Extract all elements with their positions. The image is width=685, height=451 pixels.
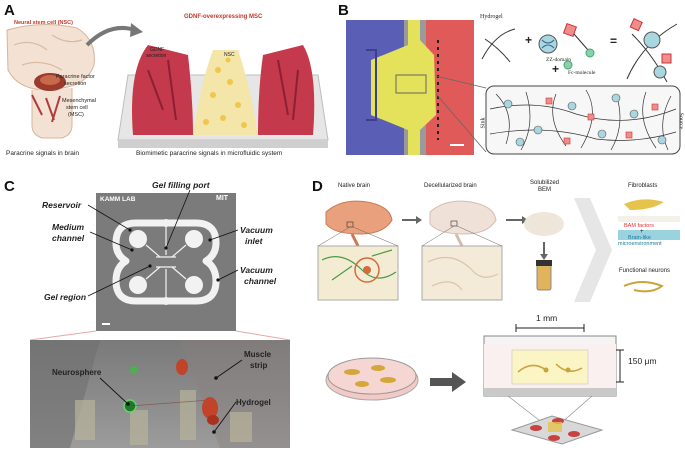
fc-molecule-icon <box>562 22 595 70</box>
panel-label-d: D <box>312 178 323 195</box>
brain-pipeline <box>317 198 680 302</box>
neurosphere-label: Neurosphere <box>52 368 102 377</box>
strip-label: strip <box>250 361 268 370</box>
bam-factors-label: BAM factors <box>624 223 654 229</box>
neural-stem-cell-label: Neural stem cell (NSC) <box>14 20 73 26</box>
plus-sign-1: + <box>525 33 533 47</box>
scale-1mm-label: 1 mm <box>536 313 558 323</box>
fibroblasts-label: Fibroblasts <box>628 183 658 189</box>
fc-molecule-label: Fc-molecule <box>568 70 596 76</box>
vacuum-inlet-label-2: inlet <box>245 236 263 246</box>
gel-region-label: Gel region <box>44 292 87 302</box>
kamm-lab-label: KAMM LAB <box>100 196 136 203</box>
plus-sign-2: + <box>552 62 560 76</box>
gdnf-secretion-label: secretion <box>146 53 167 59</box>
gel-filling-port-label: Gel filling port <box>152 180 210 190</box>
caption-paracrine-brain: Paracrine signals in brain <box>6 150 79 157</box>
zz-domain-icon <box>538 34 558 54</box>
bem-label: BEM <box>538 187 552 193</box>
medium-label: Medium <box>52 222 85 232</box>
gdnf-msc-title: GDNF-overexpressing MSC <box>184 14 263 20</box>
medium-channel-label: channel <box>52 233 85 243</box>
functional-neurons-label: Functional neurons <box>619 268 671 274</box>
solubilized-label: Solubilized <box>530 180 560 186</box>
vacuum-channel-label: Vacuum <box>240 265 273 275</box>
yellow-gel-shape <box>366 20 464 155</box>
microenvironment-label: microenvironment <box>618 241 662 247</box>
msc-label: (MSC) <box>68 112 84 118</box>
hydrogel-network <box>435 75 681 155</box>
brain-like-label: Brain-like <box>628 235 651 241</box>
panel-label-a: A <box>4 2 15 19</box>
panel-label-b: B <box>338 2 349 19</box>
chip-channels <box>102 219 220 325</box>
reservoir-label: Reservoir <box>42 200 82 210</box>
hydrogel-label-c: Hydrogel <box>236 398 271 407</box>
brain-illustration <box>6 23 95 139</box>
scale-150um-label: 150 μm <box>628 356 657 366</box>
caption-microfluidic: Biomimetic paracrine signals in microflu… <box>136 150 283 157</box>
complex-icon <box>626 18 678 83</box>
hydrogel-strand <box>481 28 516 63</box>
muscle-label: Muscle <box>244 350 272 359</box>
vacuum-inlet-label: Vacuum <box>240 225 273 235</box>
mesenchymal-label: Mesenchymal <box>62 98 96 104</box>
mit-logo-label: MIT <box>216 195 229 202</box>
decell-brain-label: Decellularized brain <box>424 183 477 189</box>
native-brain-label: Native brain <box>338 183 371 189</box>
bam-plus: + <box>640 229 644 235</box>
hydrogel-label-b: Hydrogel <box>480 14 503 20</box>
render-details <box>30 340 290 448</box>
stem-cell-label: stem cell <box>66 105 88 111</box>
arrow-icon <box>85 23 143 47</box>
equals-sign: = <box>610 34 618 48</box>
panel-label-c: C <box>4 178 15 195</box>
vacuum-channel-label-2: channel <box>244 276 277 286</box>
microfluidic-device <box>117 45 329 148</box>
zz-domain-label: ZZ-domain <box>546 57 572 63</box>
nsc-label: NSC <box>224 52 235 58</box>
gdnf-label: GDNF <box>150 47 165 53</box>
paracrine-secretion-label: secretion <box>64 81 87 87</box>
petri-to-chip <box>325 324 624 445</box>
paracrine-factor-label: Paracrine factor <box>56 74 95 80</box>
